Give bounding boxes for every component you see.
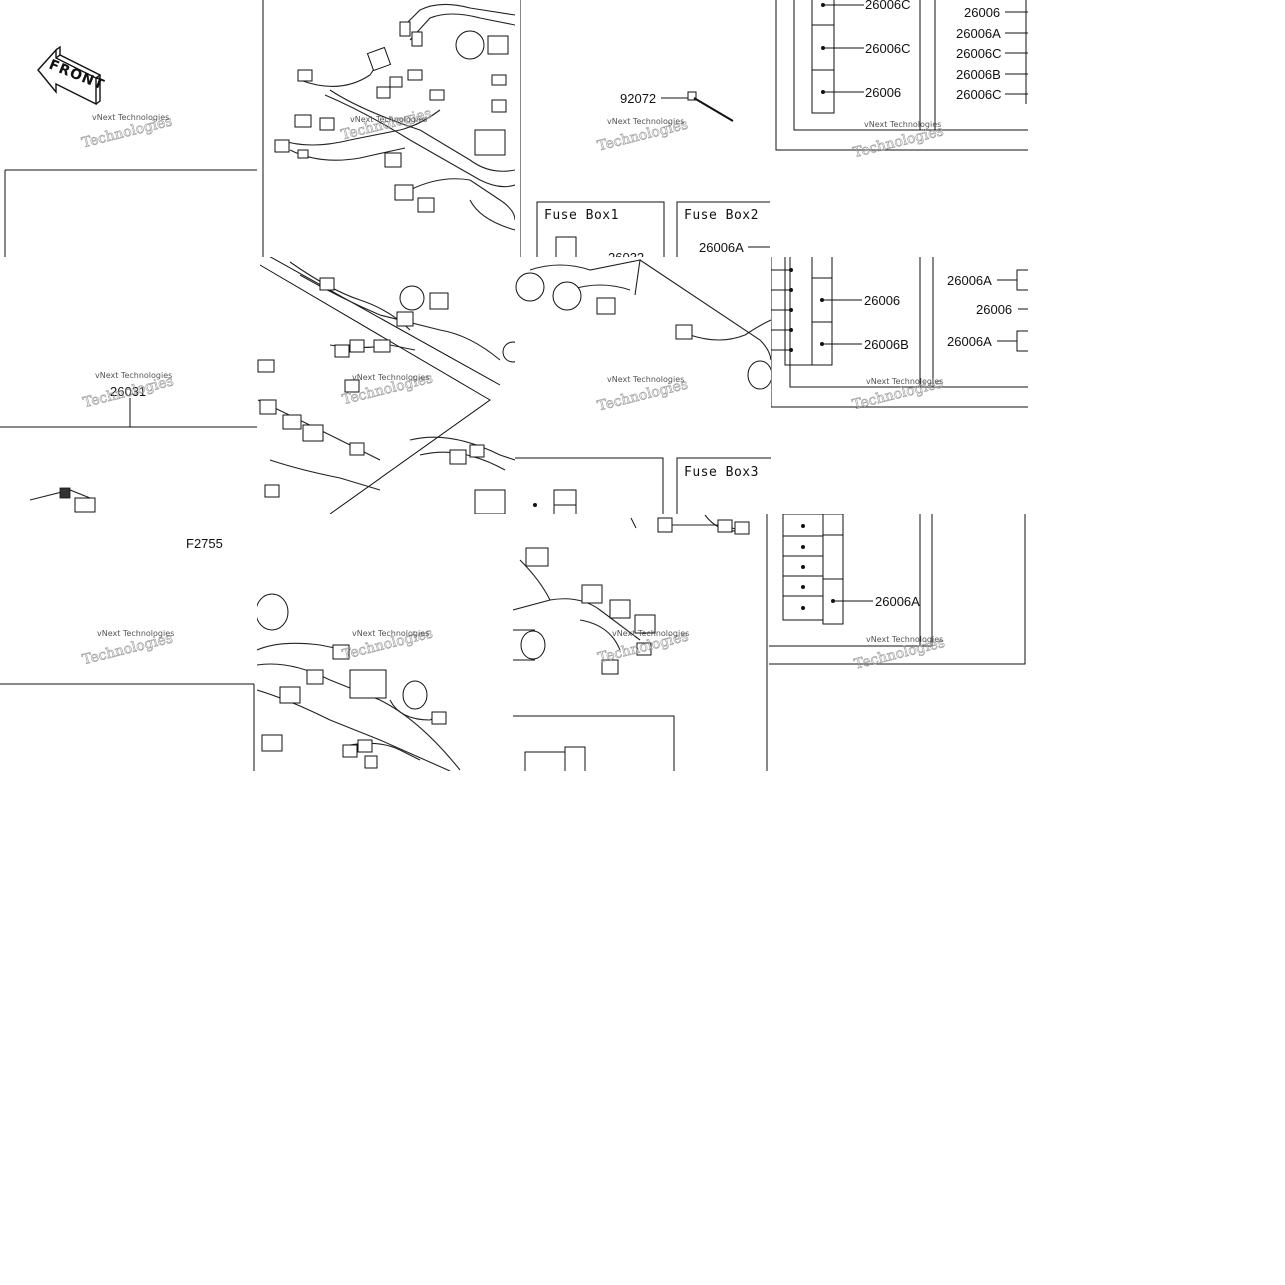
svg-text:26006: 26006 (864, 293, 900, 308)
watermark: Technologies vNext Technologies (340, 625, 434, 664)
wiring-harness-bottom (257, 593, 461, 771)
tile-figure-code: F2755 (0, 536, 255, 771)
tile-fuse-labels-bottom: 26006A (769, 514, 1026, 665)
svg-text:vNext Technologies: vNext Technologies (866, 377, 943, 386)
tile-26031: 26031 (0, 384, 257, 513)
svg-text:vNext Technologies: vNext Technologies (95, 371, 172, 380)
svg-text:26006: 26006 (976, 302, 1012, 317)
svg-text:26006: 26006 (865, 85, 901, 100)
watermark: Technologies vNext Technologies (80, 113, 174, 152)
svg-text:vNext Technologies: vNext Technologies (97, 629, 174, 638)
svg-text:26006A: 26006A (875, 594, 920, 609)
svg-text:26006C: 26006C (865, 41, 911, 56)
svg-text:26006A: 26006A (947, 273, 992, 288)
figure-code: F2755 (186, 536, 223, 551)
svg-text:vNext Technologies: vNext Technologies (864, 120, 941, 129)
tile-fuse-box-3-top: Fuse Box3 (515, 259, 771, 514)
wiring-harness-top (262, 0, 515, 257)
svg-text:26006A: 26006A (947, 334, 992, 349)
svg-text:vNext Technologies: vNext Technologies (350, 115, 427, 124)
watermark: Technologies vNext Technologies (81, 371, 175, 411)
svg-text:26006A: 26006A (699, 240, 744, 255)
watermark: Technologies vNext Technologies (850, 375, 944, 414)
fuse-box-3-label: Fuse Box3 (684, 465, 759, 480)
fuse-box-2-label: Fuse Box2 (684, 208, 759, 223)
part-label-92072: 92072 (620, 91, 656, 106)
svg-text:vNext Technologies: vNext Technologies (866, 635, 943, 644)
svg-text:26006B: 26006B (864, 337, 909, 352)
tile-92072: 92072 Fuse Box1 26032 Fuse Box2 26006A (520, 0, 770, 265)
fuse-box-1-label: Fuse Box1 (544, 208, 619, 223)
watermark: Technologies vNext Technologies (339, 105, 433, 144)
svg-text:26006: 26006 (964, 5, 1000, 20)
watermark: Technologies vNext Technologies (851, 120, 945, 161)
tile-fuse-labels-middle: 26006 26006B 26006A 26006 26006A (771, 257, 1028, 408)
watermark: Technologies vNext Technologies (340, 370, 434, 409)
svg-text:vNext Technologies: vNext Technologies (352, 373, 429, 382)
svg-text:26006A: 26006A (956, 26, 1001, 41)
wiring-harness-middle (257, 257, 515, 514)
watermark: Technologies vNext Technologies (596, 375, 690, 415)
watermark: Technologies vNext Technologies (80, 629, 174, 669)
svg-text:vNext Technologies: vNext Technologies (607, 117, 684, 126)
svg-text:Technologies: Technologies (339, 105, 433, 143)
svg-text:26006C: 26006C (865, 0, 911, 12)
svg-text:vNext Technologies: vNext Technologies (352, 629, 429, 638)
tile-harness-fuse-box-3 (513, 514, 768, 771)
part-label-26031: 26031 (110, 384, 146, 399)
fuse-box-2-frame (676, 201, 770, 257)
watermark: Technologies vNext Technologies (852, 635, 946, 674)
svg-text:26032: 26032 (608, 250, 644, 265)
svg-text:26006C: 26006C (956, 87, 1002, 102)
svg-text:vNext Technologies: vNext Technologies (92, 113, 169, 122)
svg-text:vNext Technologies: vNext Technologies (607, 375, 684, 384)
fuse-box-1-frame (536, 201, 665, 257)
watermark: Technologies vNext Technologies (596, 116, 690, 155)
svg-text:vNext Technologies: vNext Technologies (612, 629, 689, 638)
svg-text:26006C: 26006C (956, 46, 1002, 61)
tile-fuse-labels-top: 26006C 26006C 26006 26006 26006A 26006C … (775, 0, 1028, 151)
front-arrow-icon: FRONT (4, 45, 257, 257)
svg-text:26006B: 26006B (956, 67, 1001, 82)
